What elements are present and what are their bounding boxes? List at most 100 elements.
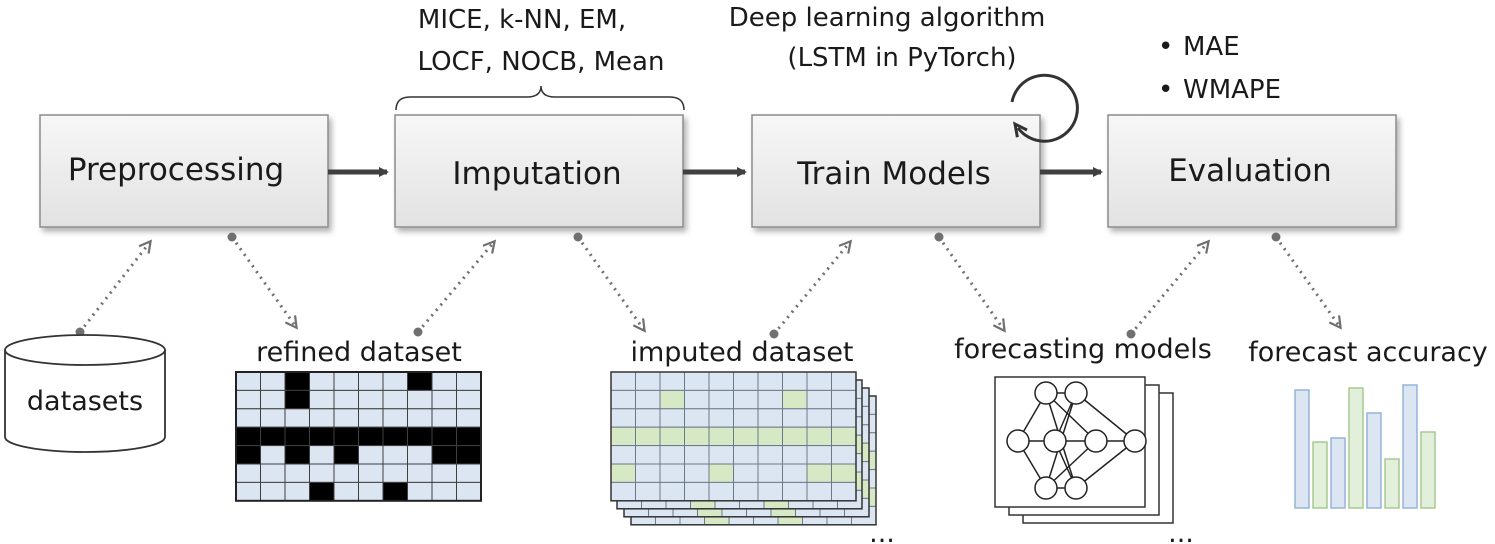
forecast-accuracy-bars — [1294, 384, 1436, 509]
grid-cell — [456, 445, 482, 465]
connector-dot — [573, 232, 583, 242]
grid-cell — [431, 426, 457, 447]
accuracy-bar — [1294, 389, 1310, 509]
grid-cell — [659, 426, 685, 447]
grid-cell — [382, 426, 408, 447]
grid-cell — [782, 463, 808, 483]
grid-cell — [284, 481, 310, 502]
dotted-arrow-imputed-to-train — [772, 242, 850, 335]
grid-cell — [309, 371, 335, 391]
stage-preprocessing: Preprocessing — [39, 114, 329, 228]
nn-edge — [1075, 440, 1136, 489]
grid-cell — [431, 389, 457, 410]
grid-cell — [260, 426, 286, 447]
grid-cell — [635, 463, 661, 483]
grid-cell — [757, 445, 783, 465]
dotted-arrow-models-to-evaluation — [1129, 242, 1208, 335]
grid-cell — [635, 389, 661, 410]
models-continuation-dots: ... — [1168, 518, 1194, 544]
grid-cell — [407, 389, 433, 410]
grid-cell — [235, 445, 261, 465]
grid-cell — [431, 371, 457, 391]
grid-cell — [407, 481, 433, 502]
grid-cell — [733, 463, 759, 483]
grid-cell — [309, 426, 335, 447]
grid-cell — [382, 389, 408, 410]
connector-dot — [413, 327, 423, 337]
datasets-cylinder: datasets — [4, 334, 166, 453]
grid-cell — [610, 463, 636, 483]
metric-wmape: WMAPE — [1183, 75, 1281, 105]
grid-cell — [358, 426, 384, 447]
grid-cell — [610, 389, 636, 410]
dotted-arrow-refined-to-imputation — [416, 242, 494, 333]
dotted-arrow-train-to-models — [937, 236, 1004, 330]
grid-cell — [382, 481, 408, 502]
refined-dataset-grid — [235, 371, 482, 502]
grid-cell — [260, 389, 286, 410]
grid-cell — [333, 445, 359, 465]
grid-cell — [407, 426, 433, 447]
grid-cell — [358, 408, 384, 428]
grid-cell — [782, 371, 808, 391]
grid-cell — [431, 445, 457, 465]
grid-cell — [260, 445, 286, 465]
grid-cell — [610, 445, 636, 465]
grid-cell — [733, 481, 759, 502]
grid-cell — [382, 408, 408, 428]
grid-cell — [684, 426, 710, 447]
grid-cell — [684, 445, 710, 465]
grid-cell — [284, 445, 310, 465]
imputed-dataset-label: imputed dataset — [630, 337, 853, 368]
grid-cell — [806, 371, 832, 391]
accuracy-bar — [1312, 441, 1328, 509]
accuracy-bar — [1366, 412, 1382, 509]
nn-node — [1043, 429, 1067, 453]
grid-cell — [659, 371, 685, 391]
forecasting-models-label: forecasting models — [954, 334, 1212, 365]
grid-cell — [659, 463, 685, 483]
grid-cell — [757, 408, 783, 428]
forecasting-models-stack — [994, 376, 1174, 524]
grid-cell — [757, 389, 783, 410]
grid-cell — [659, 445, 685, 465]
grid-cell — [260, 481, 286, 502]
nn-node — [1034, 381, 1058, 405]
dotted-arrow-datasets-to-preprocessing — [78, 242, 150, 333]
grid-cell — [333, 426, 359, 447]
metrics-list: • MAE • WMAPE — [1158, 32, 1281, 105]
grid-cell — [782, 481, 808, 502]
grid-cell — [782, 426, 808, 447]
grid-cell — [284, 371, 310, 391]
grid-cell — [684, 389, 710, 410]
grid-cell — [333, 463, 359, 483]
stage-evaluation: Evaluation — [1107, 114, 1397, 228]
grid-cell — [235, 463, 261, 483]
grid-cell — [309, 481, 335, 502]
grid-cell — [659, 481, 685, 502]
grid-cell — [358, 445, 384, 465]
grid-cell — [333, 371, 359, 391]
imputation-methods-line1: MICE, k-NN, EM, — [418, 5, 626, 35]
imputed-dataset-stack — [610, 371, 877, 526]
accuracy-bar — [1348, 387, 1364, 509]
grid-cell — [431, 481, 457, 502]
accuracy-bar — [1330, 437, 1346, 509]
grid-cell — [309, 463, 335, 483]
grid-cell — [635, 481, 661, 502]
grid-cell — [733, 371, 759, 391]
grid-cell — [733, 408, 759, 428]
grid-cell — [831, 445, 857, 465]
grid-cell — [708, 408, 734, 428]
metric-bullet: • — [1158, 32, 1173, 62]
grid-cell — [757, 426, 783, 447]
connector-dot — [769, 329, 779, 339]
imputed-layer — [610, 371, 857, 502]
grid-cell — [260, 371, 286, 391]
grid-cell — [235, 371, 261, 391]
grid-cell — [806, 426, 832, 447]
grid-cell — [456, 426, 482, 447]
grid-cell — [782, 389, 808, 410]
forecast-accuracy-label: forecast accuracy — [1248, 337, 1488, 368]
